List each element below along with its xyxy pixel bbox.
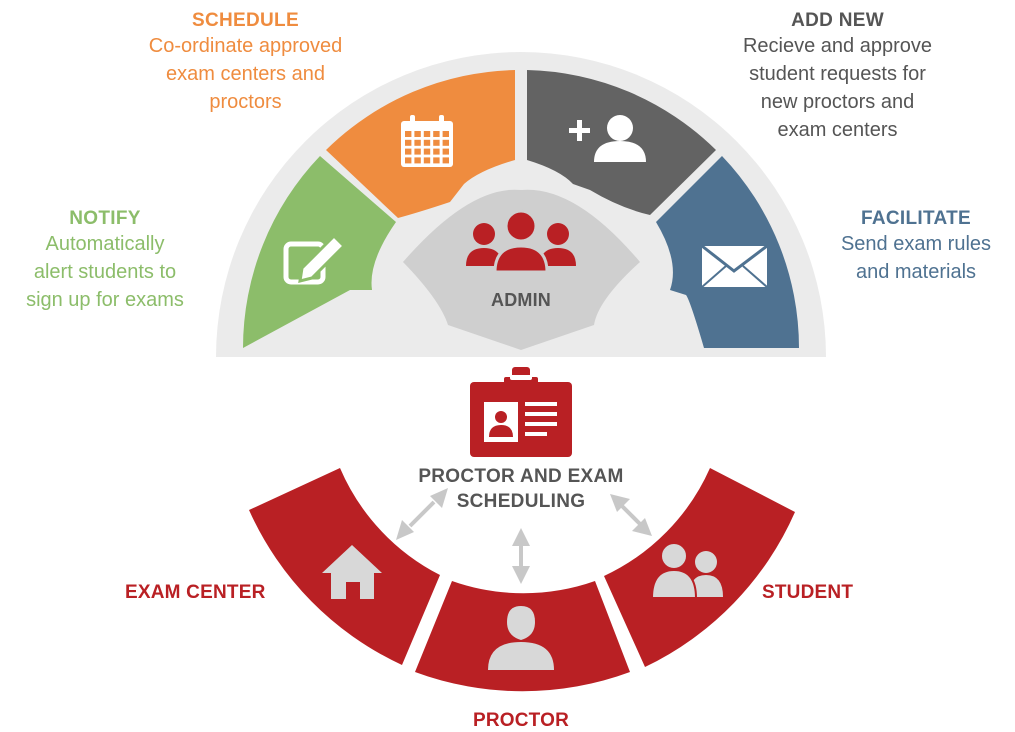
facilitate-desc-line-2: and materials [855,261,977,283]
arrow-to-student [610,494,652,536]
schedule-title: SCHEDULE [192,10,299,31]
calendar-cell [414,131,421,137]
notify-desc-line-1: Automatically [45,233,165,255]
label-exam-center: EXAM CENTER [125,582,266,603]
calendar-cell [405,139,412,146]
add-new-title: ADD NEW [791,10,884,31]
admin-label: ADMIN [491,290,551,310]
calendar-cell [423,139,431,146]
calendar-cell [414,157,421,164]
calendar-cell [414,148,421,155]
calendar-cell [442,157,449,164]
calendar-cell [442,131,449,137]
notify-desc-line-2: alert students to [33,261,177,283]
label-proctor: PROCTOR [472,710,570,731]
add-new-desc-line-4: exam centers [777,119,898,141]
add-new-desc-line-2: student requests for [749,63,926,85]
calendar-icon [401,115,453,167]
calendar-cell [423,148,431,155]
label-student: STUDENT [762,582,854,603]
calendar-cell [423,131,431,137]
notify-desc-line-3: sign up for exams [26,289,184,311]
calendar-cell [433,157,440,164]
caption-facilitate: FACILITATE Send exam rules and materials [826,208,1006,286]
add-new-desc-line-3: new proctors and [760,91,915,113]
students-icon [650,542,723,599]
facilitate-title: FACILITATE [861,208,971,229]
caption-add-new: ADD NEW Recieve and approve student requ… [705,10,970,144]
schedule-desc-line-3: proctors [209,91,282,113]
add-new-desc-line-1: Recieve and approve [742,35,932,57]
calendar-cell [405,157,412,164]
calendar-cell [423,157,431,164]
center-title: PROCTOR AND EXAM SCHEDULING [380,466,662,513]
envelope-icon [701,244,768,288]
calendar-cell [433,148,440,155]
center-title-line-2: SCHEDULING [456,491,586,512]
edit-icon [283,233,347,285]
arrow-to-proctor [512,528,530,584]
person-icon [488,606,554,670]
caption-schedule: SCHEDULE Co-ordinate approved exam cente… [118,10,373,116]
calendar-cell [433,131,440,137]
calendar-cell [405,131,412,137]
add-user-icon [569,115,646,162]
caption-notify: NOTIFY Automatically alert students to s… [5,208,205,314]
facilitate-desc-line-1: Send exam rules [840,233,992,255]
notify-title: NOTIFY [69,208,141,229]
calendar-cell [433,139,440,146]
id-badge-icon [470,367,572,457]
center-title-line-1: PROCTOR AND EXAM [418,466,624,487]
calendar-cell [442,148,449,155]
admin-group-icon [466,209,576,274]
calendar-cell [414,139,421,146]
schedule-desc-line-2: exam centers and [166,63,325,85]
arrow-to-exam-center [396,488,448,540]
home-icon [322,545,382,599]
calendar-cell [405,148,412,155]
schedule-desc-line-1: Co-ordinate approved [148,35,343,57]
calendar-cell [442,139,449,146]
